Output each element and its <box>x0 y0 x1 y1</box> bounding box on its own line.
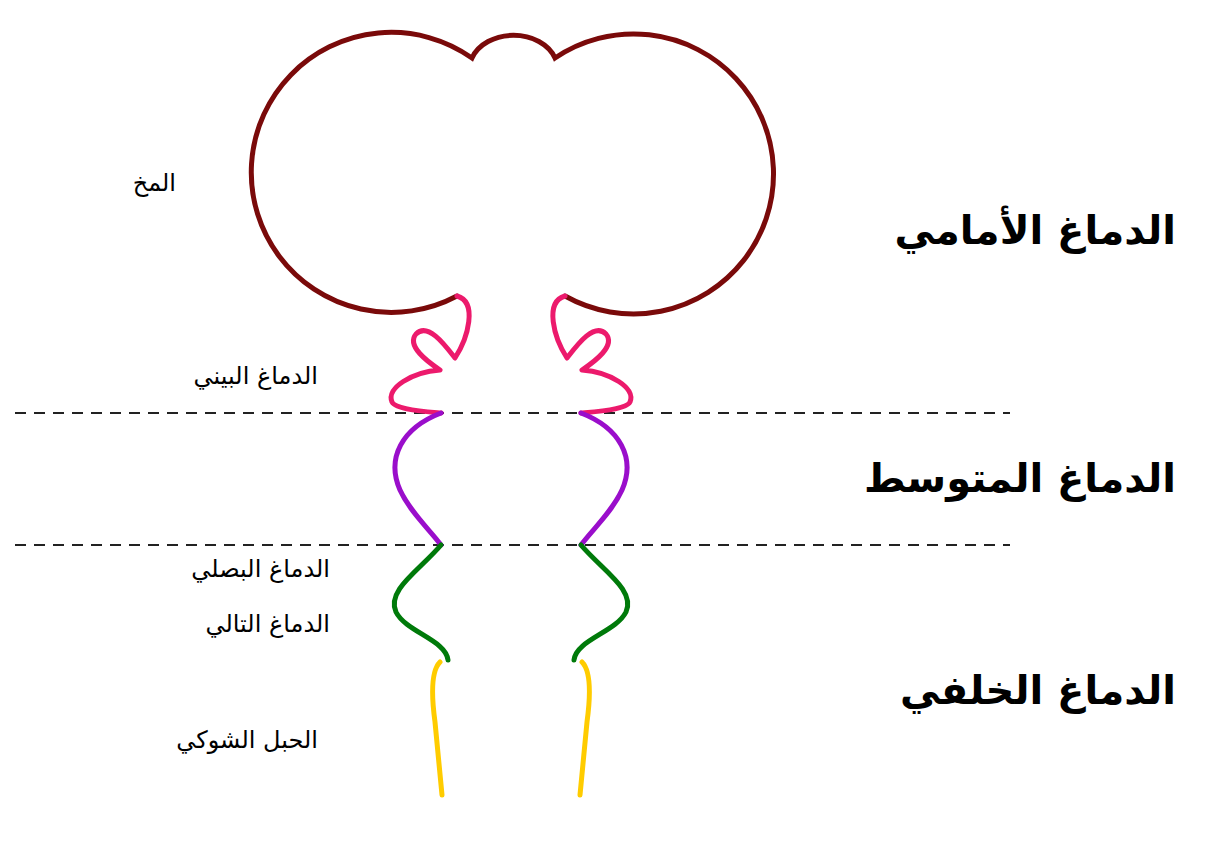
cerebrum-outline <box>251 32 773 314</box>
region-label: الدماغ المتوسط <box>864 454 1176 502</box>
region-label: الدماغ الخلفي <box>900 666 1176 714</box>
hindbrain-outline <box>394 545 448 660</box>
divider-line <box>15 412 1010 414</box>
diencephalon-outline <box>391 296 469 413</box>
part-label: المخ <box>133 169 176 198</box>
part-label: الدماغ التالي <box>205 610 330 639</box>
brainstem-half <box>553 296 631 795</box>
divider-line <box>15 544 1010 546</box>
spinal-cord-outline <box>433 662 442 795</box>
part-label: الدماغ البصلي <box>191 555 330 584</box>
part-label: الدماغ البيني <box>194 362 318 391</box>
brainstem-half <box>391 296 469 795</box>
region-label: الدماغ الأمامي <box>895 206 1176 254</box>
midbrain-outline <box>395 413 441 545</box>
part-label: الحبل الشوكي <box>176 726 318 755</box>
